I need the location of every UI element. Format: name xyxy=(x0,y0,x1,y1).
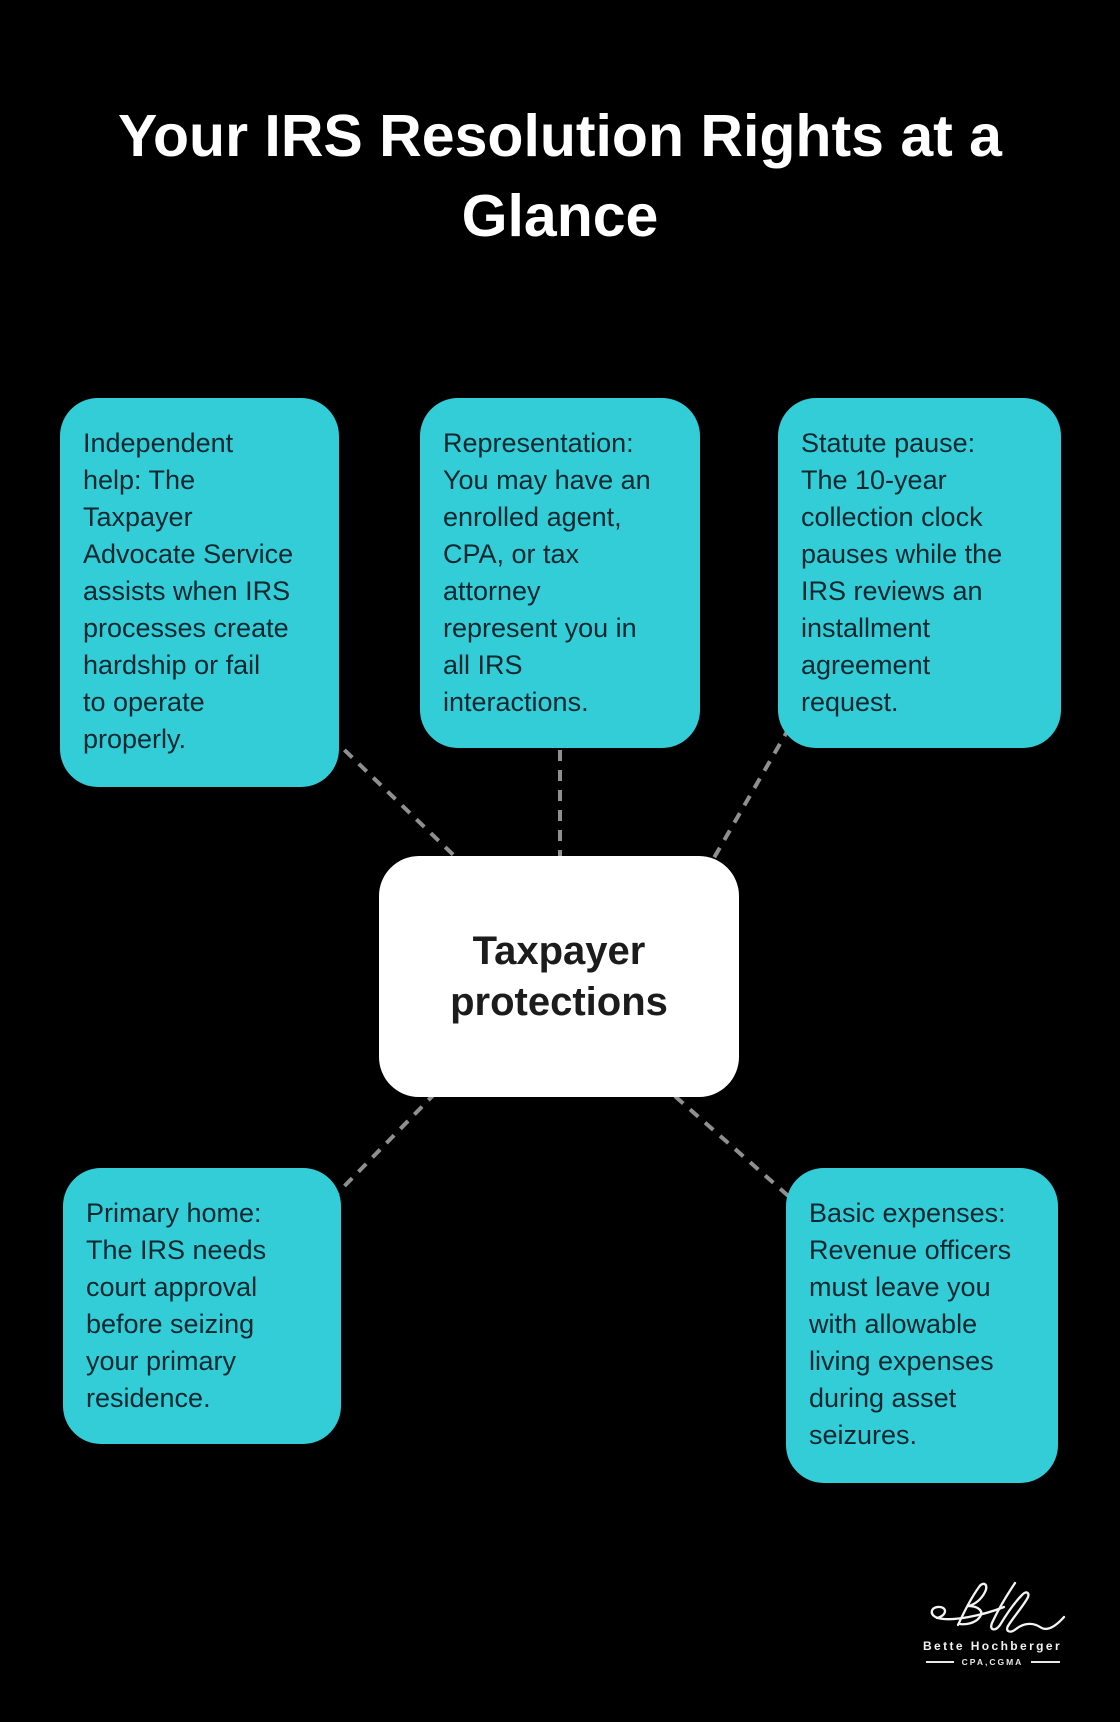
connector-basic-expenses xyxy=(658,1081,812,1217)
signature-block: Bette Hochberger CPA,CGMA xyxy=(905,1580,1080,1667)
page-title: Your IRS Resolution Rights at a Glance xyxy=(0,96,1120,256)
credential-rule-left xyxy=(925,1661,954,1663)
signature-credential-text: CPA,CGMA xyxy=(961,1657,1024,1667)
node-primary-home: Primary home: The IRS needs court approv… xyxy=(63,1168,341,1444)
node-statute-pause: Statute pause: The 10-year collection cl… xyxy=(778,398,1061,748)
connector-primary-home xyxy=(323,1076,452,1208)
signature-credentials: CPA,CGMA xyxy=(925,1657,1060,1667)
page-title-line-1: Your IRS Resolution Rights at a xyxy=(118,103,1002,169)
signature-name: Bette Hochberger xyxy=(922,1639,1063,1653)
center-node-taxpayer-protections: Taxpayer protections xyxy=(379,856,739,1097)
credential-rule-right xyxy=(1031,1661,1060,1663)
node-independent-help: Independent help: The Taxpayer Advocate … xyxy=(60,398,339,787)
connector-statute-pause xyxy=(698,690,812,884)
page-title-line-2: Glance xyxy=(461,183,659,249)
bh-monogram-icon xyxy=(930,1581,1065,1633)
connector-independent-help xyxy=(328,734,472,873)
node-representation: Representation: You may have an enrolled… xyxy=(420,398,700,748)
node-basic-expenses: Basic expenses: Revenue officers must le… xyxy=(786,1168,1058,1483)
